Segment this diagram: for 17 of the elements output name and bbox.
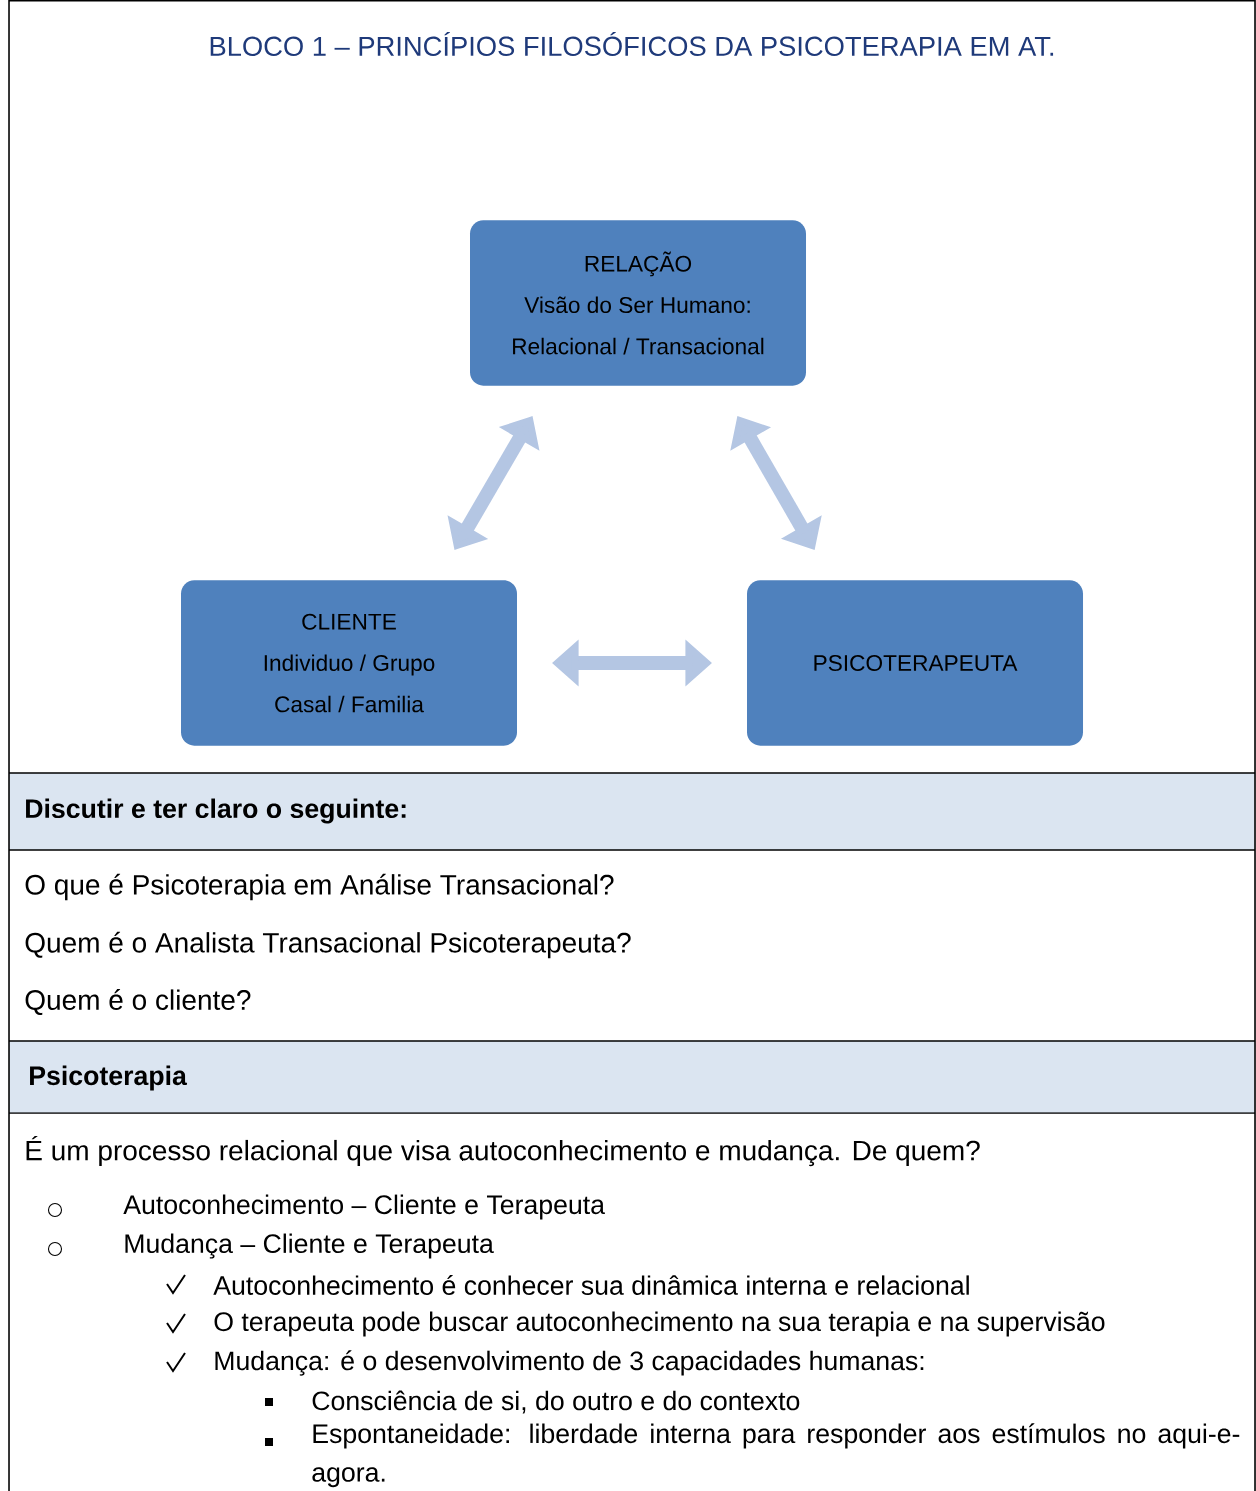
text-line: É um processo relacional que visa autoconhecimento e mudança. De quem? xyxy=(26,1135,980,1167)
concept-box: PSICOTERAPEUTA xyxy=(747,580,1083,746)
list-item: O terapeuta pode buscar autoconhecimento na sua terapia e na supervisão xyxy=(214,1311,1105,1337)
list-item: Autoconhecimento é conhecer sua dinâmica interna e relacional xyxy=(213,1275,969,1295)
list-item: Mudança: é o desenvolvimento de 3 capacidades humanas: xyxy=(215,1350,924,1376)
text-line: Quem é o cliente? xyxy=(25,989,251,1015)
list-item: Autoconhecimento – Cliente e Terapeuta xyxy=(123,1194,605,1220)
list-item: Consciência de si, do outro e do contexto xyxy=(312,1390,800,1414)
section-heading: Psicoterapia xyxy=(30,1065,187,1091)
list-item: Espontaneidade: liberdade interna para responder aos estímulos no aqui-e-agora. xyxy=(312,1423,1240,1488)
text-line: O que é Psicoterapia em Análise Transacional? xyxy=(25,873,614,901)
title: BLOCO 1 – PRINCÍPIOS FILOSÓFICOS DA PSICOTERAPIA EM AT. xyxy=(210,32,1054,56)
list-item: Mudança – Cliente e Terapeuta xyxy=(125,1233,494,1259)
text-line: Quem é o Analista Transacional Psicoterapeuta? xyxy=(25,931,631,959)
concept-box: CLIENTE Individuo / Grupo Casal / Familia xyxy=(181,580,517,746)
section-heading: Discutir e ter claro o seguinte: xyxy=(26,798,406,824)
concept-box: RELAÇÃO Visão do Ser Humano: Relacional / Transacional xyxy=(470,220,806,386)
